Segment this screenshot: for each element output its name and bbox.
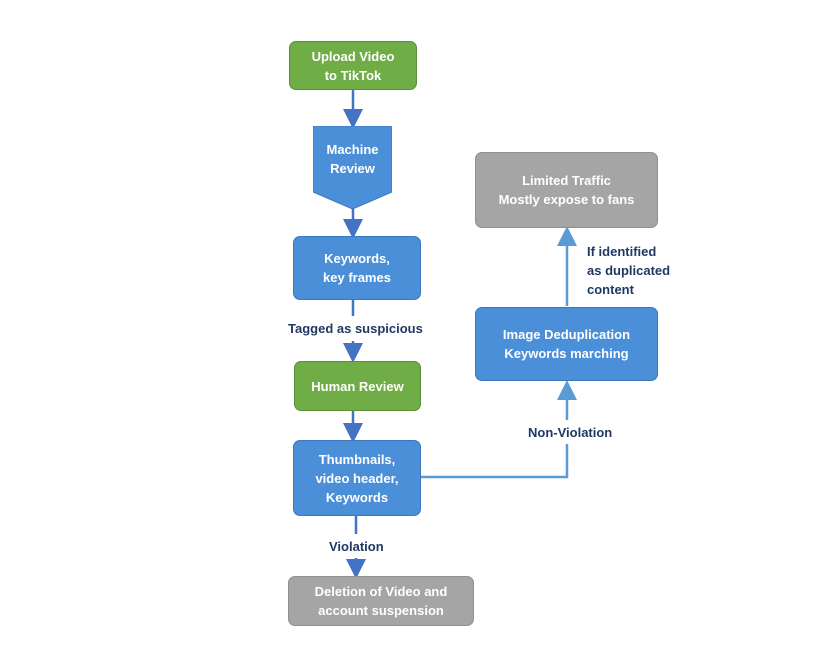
thumbnails-node: Thumbnails, video header, Keywords: [293, 440, 421, 516]
non-violation-label: Non-Violation: [528, 425, 613, 440]
tagged-suspicious-label: Tagged as suspicious: [288, 321, 423, 336]
machine-review-pentagon-shape: [313, 126, 392, 209]
limited-traffic-node: Limited Traffic Mostly expose to fans: [475, 152, 658, 228]
image-deduplication-node: Image Deduplication Keywords marching: [475, 307, 658, 381]
human-review-node: Human Review: [294, 361, 421, 411]
arrow-thumbnails-to-dedup: [421, 444, 569, 479]
violation-label: Violation: [329, 539, 384, 554]
upload-video-node: Upload Video to TikTok: [289, 41, 417, 90]
duplicated-content-label: If identified as duplicated content: [587, 244, 671, 297]
deletion-node: Deletion of Video and account suspension: [288, 576, 474, 626]
keywords-keyframes-node: Keywords, key frames: [293, 236, 421, 300]
machine-review-node: Machine Review: [326, 142, 379, 176]
